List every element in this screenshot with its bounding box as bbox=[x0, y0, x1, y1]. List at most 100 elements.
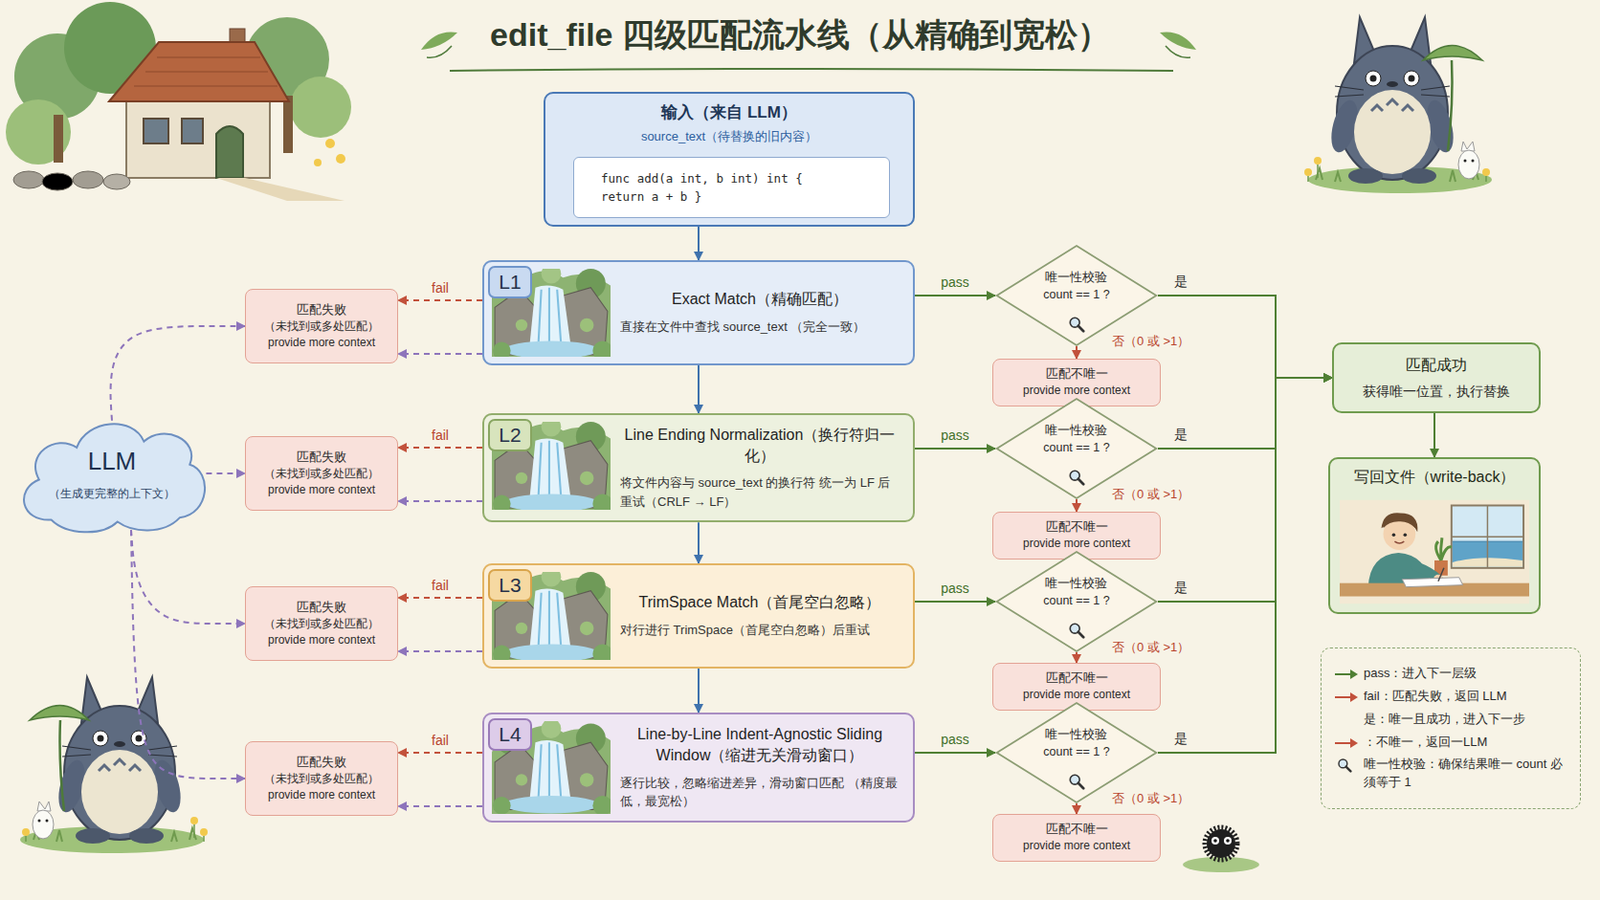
decision-diamond: 唯一性校验count == 1 ? bbox=[995, 702, 1158, 804]
connector bbox=[1157, 377, 1333, 754]
cottage-picture bbox=[143, 118, 169, 144]
node-text: 匹配不唯一 bbox=[1000, 518, 1153, 536]
node-text: 匹配失败 bbox=[253, 301, 390, 319]
node-text: 获得唯一位置，执行替换 bbox=[1343, 383, 1530, 401]
edge-label: fail bbox=[428, 733, 452, 749]
node-text: （生成更完整的上下文） bbox=[48, 486, 176, 503]
connector bbox=[697, 365, 700, 414]
legend-sample bbox=[1333, 689, 1360, 706]
magnifier-icon bbox=[1067, 773, 1086, 791]
text-group: 匹配不唯一provide more context bbox=[1000, 821, 1153, 856]
legend-sample bbox=[1334, 696, 1353, 699]
level-badge: L2 bbox=[488, 419, 533, 452]
legend-sample bbox=[1334, 742, 1353, 745]
writing-boy-picture bbox=[1339, 499, 1530, 605]
cottage-picture bbox=[13, 171, 45, 189]
text-group: Line-by-Line Indent-Agnostic Sliding Win… bbox=[620, 724, 900, 811]
diamond-outline bbox=[997, 399, 1157, 499]
edge-label: fail bbox=[428, 427, 452, 444]
connector bbox=[1157, 295, 1333, 378]
legend-text: 唯一性校验：确保结果唯一 count 必须等于 1 bbox=[1363, 755, 1569, 793]
edge-label: pass bbox=[937, 732, 973, 748]
level-badge: L1 bbox=[488, 266, 533, 299]
cloud-outline bbox=[23, 423, 205, 533]
soot-sprite-picture bbox=[1182, 827, 1260, 873]
text-group: 匹配成功获得唯一位置，执行替换 bbox=[1343, 355, 1530, 401]
code-box: func add(a int, b int) int { return a + … bbox=[573, 156, 890, 219]
cottage-picture bbox=[53, 114, 64, 163]
legend-sample bbox=[1334, 673, 1353, 676]
connector bbox=[398, 597, 483, 600]
waterfall-picture bbox=[491, 572, 611, 661]
node-text: count == 1 ? bbox=[1043, 592, 1111, 610]
magnifier-icon bbox=[1069, 623, 1084, 638]
node-text: TrimSpace Match（首尾空白忽略） bbox=[620, 592, 900, 614]
connector bbox=[914, 600, 996, 603]
cottage-picture bbox=[289, 76, 352, 138]
node-text: 唯一性校验 bbox=[1043, 422, 1111, 441]
node-text: count == 1 ? bbox=[1043, 743, 1111, 761]
edge-label: 否（0 或 >1） bbox=[1109, 640, 1193, 656]
connector bbox=[914, 447, 996, 450]
magnifier-icon bbox=[1067, 468, 1086, 487]
node-text: L4 bbox=[498, 723, 521, 747]
cottage-picture bbox=[335, 154, 346, 164]
soot-sprite-picture bbox=[1182, 857, 1260, 873]
edge-label: 是 bbox=[1171, 273, 1191, 289]
cottage-picture bbox=[109, 42, 289, 102]
node-text: LLM bbox=[48, 446, 176, 477]
magnifier-icon bbox=[1069, 317, 1084, 332]
diamond-outline bbox=[997, 245, 1157, 346]
text-group: Line Ending Normalization（换行符归一化）将文件内容与 … bbox=[620, 424, 900, 512]
node-text: source_text（待替换的旧内容） bbox=[556, 128, 902, 146]
cottage-picture bbox=[283, 95, 293, 154]
node-text: Exact Match（精确匹配） bbox=[620, 288, 900, 311]
cottage-picture bbox=[103, 174, 131, 190]
stage-box: TrimSpace Match（首尾空白忽略）对行进行 TrimSpace（首尾… bbox=[482, 563, 915, 669]
legend-item: ：不唯一，返回一LLM bbox=[1333, 733, 1569, 753]
connector bbox=[1075, 803, 1078, 815]
node-text: （未找到或多处匹配） bbox=[253, 616, 390, 633]
node-text: 唯一性校验 bbox=[1043, 575, 1111, 594]
text-group: 唯一性校验count == 1 ? bbox=[1043, 726, 1111, 762]
diamond-outline bbox=[997, 703, 1157, 803]
connector bbox=[398, 752, 483, 755]
edge-label: pass bbox=[937, 580, 973, 597]
node-text: 匹配失败 bbox=[253, 754, 390, 772]
legend-text: ：不唯一，返回一LLM bbox=[1363, 733, 1488, 753]
connector bbox=[131, 530, 245, 624]
text-group: TrimSpace Match（首尾空白忽略）对行进行 TrimSpace（首尾… bbox=[620, 592, 900, 640]
cottage-picture bbox=[325, 138, 335, 149]
node-text: 直接在文件中查找 source_text （完全一致） bbox=[620, 317, 900, 337]
edge-label: 否（0 或 >1） bbox=[1109, 333, 1193, 350]
node-text: 输入（来自 LLM） bbox=[556, 101, 902, 125]
node-text: 匹配失败 bbox=[253, 599, 390, 617]
node-text: provide more context bbox=[253, 632, 390, 649]
connector bbox=[205, 472, 245, 475]
connector bbox=[398, 650, 483, 653]
node-text: count == 1 ? bbox=[1043, 286, 1111, 304]
node-text: count == 1 ? bbox=[1043, 439, 1111, 457]
soot-sprite-picture bbox=[1223, 837, 1232, 845]
input-box: 输入（来自 LLM） source_text（待替换的旧内容）func add(a… bbox=[543, 91, 915, 227]
legend-item: 唯一性校验：确保结果唯一 count 必须等于 1 bbox=[1333, 755, 1569, 793]
connector bbox=[697, 522, 700, 564]
text-group: L4 bbox=[498, 723, 521, 747]
waterfall-picture bbox=[491, 268, 611, 357]
text-group: 匹配不唯一provide more context bbox=[1000, 518, 1153, 554]
llm-cloud: LLM （生成更完整的上下文） bbox=[10, 409, 215, 540]
text-group: 匹配失败（未找到或多处匹配）provide more context bbox=[253, 448, 390, 500]
title-decoration bbox=[1159, 31, 1197, 50]
legend-sample bbox=[1333, 666, 1360, 683]
error-box: 匹配失败（未找到或多处匹配）provide more context bbox=[244, 288, 399, 364]
connector bbox=[398, 500, 483, 503]
node-text: 逐行比较，忽略缩进差异，滑动窗口匹配 （精度最低，最宽松） bbox=[620, 774, 900, 812]
node-text: provide more context bbox=[1000, 535, 1153, 553]
text-group: L3 bbox=[498, 574, 521, 598]
node-text: provide more context bbox=[253, 334, 390, 352]
node-text: 匹配不唯一 bbox=[1000, 821, 1153, 839]
connector bbox=[398, 805, 483, 808]
edge-label: fail bbox=[428, 577, 452, 594]
error-box: 匹配失败（未找到或多处匹配）provide more context bbox=[244, 436, 399, 512]
